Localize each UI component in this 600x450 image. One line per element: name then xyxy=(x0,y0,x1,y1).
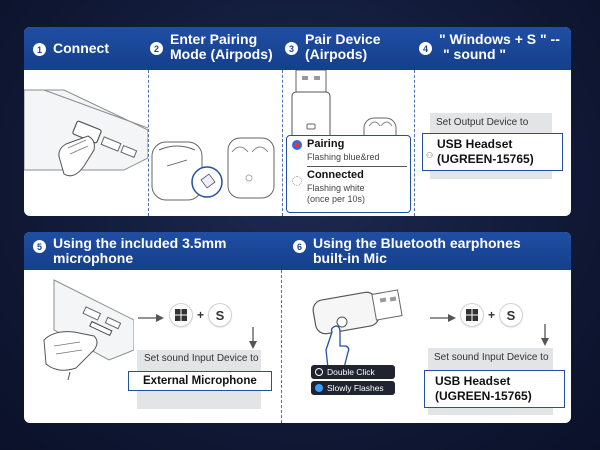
connected-title: Connected xyxy=(307,169,364,181)
step-5-header: 5 Using the included 3.5mm microphone xyxy=(33,236,226,266)
divider-4 xyxy=(281,270,282,423)
step-2-header: 2 Enter Pairing Mode (Airpods) xyxy=(150,32,273,62)
pairing-desc: Flashing blue&red xyxy=(307,152,380,162)
plus-sign: + xyxy=(197,308,205,322)
step-5-title-line1: Using the included 3.5mm xyxy=(53,235,227,251)
s-key: S xyxy=(209,304,232,326)
step-4-number: 4 xyxy=(419,42,432,55)
output-device-value-line2: (UGREEN-15765) xyxy=(437,152,534,166)
mic-input-field[interactable]: External Microphone xyxy=(128,371,272,391)
connected-desc-line2: (once per 10s) xyxy=(307,194,366,204)
windows-key-icon-2 xyxy=(461,304,483,326)
double-click-tag: Double Click xyxy=(311,365,395,379)
bt-input-label: Set sound Input Device to xyxy=(434,352,549,363)
win-s-shortcut-1: + S xyxy=(170,304,232,326)
step-1-number: 1 xyxy=(33,43,46,56)
output-device-value-line1: USB Headset xyxy=(437,137,513,151)
step-4-title: " Windows + S " -- " sound " xyxy=(439,32,560,62)
windows-key-icon xyxy=(170,304,192,326)
divider-3 xyxy=(414,70,415,216)
s-key-2: S xyxy=(500,304,523,326)
bottom-panel: 5 Using the included 3.5mm microphone 6 … xyxy=(24,232,571,423)
step-3-number: 3 xyxy=(285,42,298,55)
step-3-title-line1: Pair Device xyxy=(305,31,381,47)
step-3-header: 3 Pair Device (Airpods) xyxy=(285,32,381,62)
step-6-title-line1: Using the Bluetooth earphones xyxy=(313,235,521,251)
double-click-text: Double Click xyxy=(327,367,375,377)
top-header-bar: 1 Connect 2 Enter Pairing Mode (Airpods)… xyxy=(24,27,571,70)
plus-sign-2: + xyxy=(488,308,496,322)
mic-input-label: Set sound Input Device to xyxy=(144,353,259,364)
white-led-icon xyxy=(292,176,302,186)
bt-input-field[interactable]: USB Headset (UGREEN-15765) xyxy=(424,370,565,408)
step-3-title-line2: (Airpods) xyxy=(305,46,368,62)
dongle-button-illustration xyxy=(312,289,403,369)
output-device-field[interactable]: ⚇ USB Headset (UGREEN-15765) xyxy=(422,133,563,171)
arrow-down-icon-1 xyxy=(249,327,257,349)
step-2-title-line2: Mode (Airpods) xyxy=(170,46,273,62)
step-4-header: 4 " Windows + S " -- " sound " xyxy=(419,32,560,62)
step-2-title: Enter Pairing Mode (Airpods) xyxy=(170,32,273,62)
step-6-number: 6 xyxy=(293,240,306,253)
timer-icon xyxy=(315,368,323,376)
step-1-title: Connect xyxy=(53,40,109,56)
laptop-usb-illustration xyxy=(24,89,148,177)
arrow-down-icon-2 xyxy=(541,324,549,346)
pairing-separator xyxy=(307,166,407,167)
blue-led-icon xyxy=(315,384,323,392)
headset-icon: ⚇ xyxy=(426,151,434,160)
step-6-title: Using the Bluetooth earphones built-in M… xyxy=(313,236,521,266)
win-s-shortcut-2: + S xyxy=(461,304,523,326)
step-6-title-line2: built-in Mic xyxy=(313,250,387,266)
top-panel: 1 Connect 2 Enter Pairing Mode (Airpods)… xyxy=(24,27,571,216)
bt-input-value-line2: (UGREEN-15765) xyxy=(435,389,532,403)
pairing-title: Pairing xyxy=(307,138,345,150)
blue-red-led-icon xyxy=(292,140,302,150)
step-3-title: Pair Device (Airpods) xyxy=(305,32,381,62)
step-5-title: Using the included 3.5mm microphone xyxy=(53,236,226,266)
arrow-right-icon-2 xyxy=(430,314,456,322)
laptop-mic-jack-illustration xyxy=(43,279,134,380)
pairing-status-box: Pairing Flashing blue&red Connected Flas… xyxy=(286,135,411,213)
bottom-header-bar: 5 Using the included 3.5mm microphone 6 … xyxy=(24,232,571,270)
step-2-title-line1: Enter Pairing xyxy=(170,31,258,47)
bt-input-value-line1: USB Headset xyxy=(435,374,511,388)
step-4-title-line2: " sound " xyxy=(443,46,507,62)
step-6-header: 6 Using the Bluetooth earphones built-in… xyxy=(293,236,521,266)
divider-1 xyxy=(148,70,149,216)
step-5-number: 5 xyxy=(33,240,46,253)
divider-2 xyxy=(282,70,283,216)
output-device-label: Set Output Device to xyxy=(436,117,529,128)
slowly-flashes-tag: Slowly Flashes xyxy=(311,381,395,395)
airpods-pairing-illustration xyxy=(151,137,275,201)
step-2-number: 2 xyxy=(150,42,163,55)
slowly-flashes-text: Slowly Flashes xyxy=(327,383,384,393)
step-4-title-line1: " Windows + S " -- xyxy=(439,31,560,47)
step-1-header: 1 Connect xyxy=(33,41,109,56)
step-5-title-line2: microphone xyxy=(53,250,134,266)
connected-desc-line1: Flashing white xyxy=(307,183,365,193)
arrow-right-icon-1 xyxy=(138,314,164,322)
